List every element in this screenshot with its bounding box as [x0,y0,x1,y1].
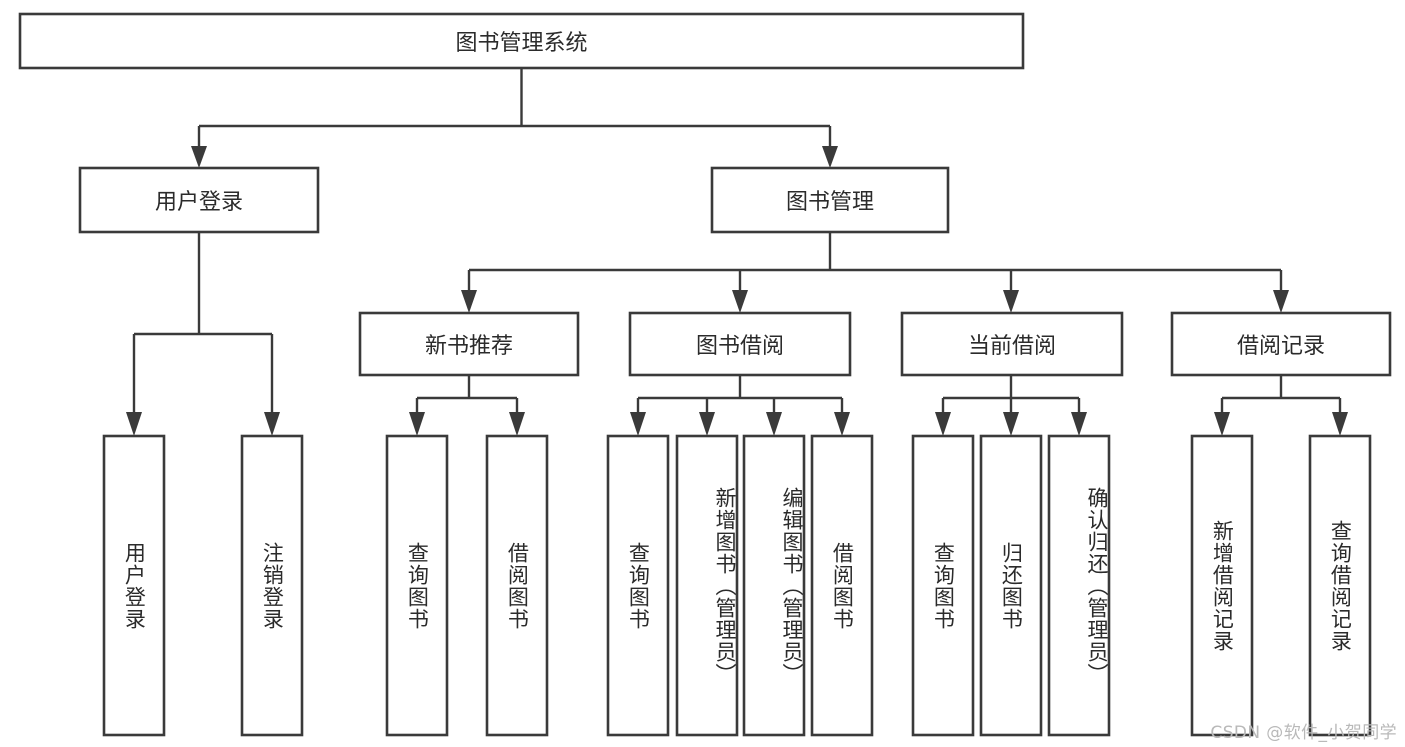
node-box-add-borrow-record[interactable] [1190,434,1254,737]
arrow-bb-child1-icon [630,412,646,436]
arrow-bb-child3-icon [766,412,782,436]
arrow-cb-child3-icon [1071,412,1087,436]
connector-group-root [191,68,838,168]
arrow-user-login-child1-icon [126,412,142,436]
arrow-bm-to-current-borrow-icon [1003,290,1019,313]
arrow-bb-child2-icon [699,412,715,436]
node-box-root[interactable] [18,12,1025,70]
connector-group-book-borrow [630,375,850,436]
arrow-root-to-book-management-icon [822,146,838,168]
arrow-nbr-child2-icon [509,412,525,436]
arrow-user-login-child2-icon [264,412,280,436]
connector-group-current-borrow [935,375,1087,436]
node-box-query-borrow-record[interactable] [1308,434,1372,737]
arrow-root-to-user-login-icon [191,146,207,168]
node-box-book-borrow[interactable] [628,311,852,377]
csdn-watermark: CSDN @软件_小贺同学 [1210,723,1397,743]
node-box-borrow-book-1[interactable] [485,434,549,737]
node-box-current-borrow[interactable] [900,311,1124,377]
arrow-br-child2-icon [1332,412,1348,436]
node-box-query-book-1[interactable] [385,434,449,737]
node-box-add-book-admin[interactable] [675,434,739,737]
node-box-query-book-2[interactable] [606,434,670,737]
arrow-br-child1-icon [1214,412,1230,436]
node-box-user-logout[interactable] [240,434,304,737]
connector-group-new-book-recommend [409,375,525,436]
arrow-bm-to-new-book-icon [461,290,477,313]
arrow-bm-to-book-borrow-icon [732,290,748,313]
connector-group-user-login [126,232,280,436]
node-box-book-management[interactable] [710,166,950,234]
arrow-nbr-child1-icon [409,412,425,436]
arrow-cb-child1-icon [935,412,951,436]
node-box-user-login[interactable] [78,166,320,234]
node-box-borrow-record[interactable] [1170,311,1392,377]
connector-group-book-management [461,232,1289,313]
node-box-borrow-book-2[interactable] [810,434,874,737]
node-box-user-login-do[interactable] [102,434,166,737]
arrow-cb-child2-icon [1003,412,1019,436]
node-box-new-book-recommend[interactable] [358,311,580,377]
arrow-bm-to-borrow-record-icon [1273,290,1289,313]
node-box-query-book-3[interactable] [911,434,975,737]
node-box-edit-book-admin[interactable] [742,434,806,737]
node-box-return-book[interactable] [979,434,1043,737]
node-box-confirm-return-admin[interactable] [1047,434,1111,737]
connector-group-borrow-record [1214,375,1348,436]
arrow-bb-child4-icon [834,412,850,436]
